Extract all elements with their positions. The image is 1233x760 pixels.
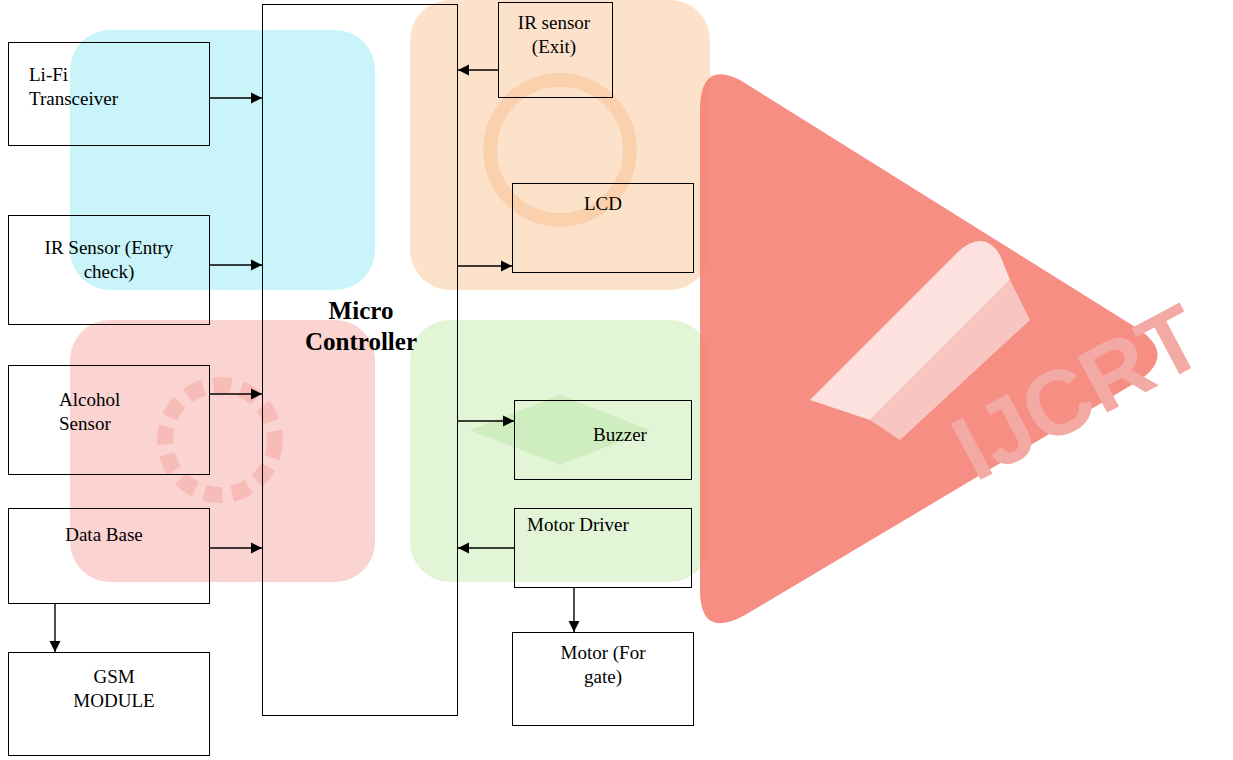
block-label: Buzzer — [565, 423, 675, 447]
controller-box: Micro Controller — [262, 4, 458, 716]
block-box: Motor Driver — [514, 508, 692, 588]
block-box: Motor (For gate) — [512, 632, 694, 726]
signal-arrow — [458, 420, 514, 421]
block-box: IR Sensor (Entry check) — [8, 215, 210, 325]
block-box: Buzzer — [514, 400, 692, 480]
block-label: Li-Fi Transceiver — [29, 63, 139, 111]
signal-arrow — [458, 547, 514, 548]
block-label: GSM MODULE — [59, 665, 169, 713]
block-box: Data Base — [8, 508, 210, 604]
block-box: Alcohol Sensor — [8, 365, 210, 475]
block-box: LCD — [512, 183, 694, 273]
signal-arrow — [210, 264, 262, 265]
watermark-gear — [165, 385, 275, 495]
signal-arrow — [54, 604, 55, 652]
block-label: IR sensor (Exit) — [503, 11, 605, 59]
block-label: Data Base — [49, 523, 159, 547]
watermark-tile — [410, 0, 710, 290]
signal-arrow — [210, 547, 262, 548]
block-label: LCD — [543, 192, 663, 216]
signal-arrow — [210, 393, 262, 394]
block-label: Micro Controller — [293, 295, 429, 358]
block-label: Motor (For gate) — [543, 641, 663, 689]
block-box: Li-Fi Transceiver — [8, 42, 210, 146]
signal-arrow — [458, 265, 512, 266]
watermark-tile — [410, 320, 710, 582]
block-box: IR sensor (Exit) — [498, 2, 613, 98]
signal-arrow — [573, 588, 574, 632]
block-label: Alcohol Sensor — [59, 388, 139, 436]
block-label: Motor Driver — [527, 513, 677, 537]
block-label: IR Sensor (Entry check) — [29, 236, 189, 284]
signal-arrow — [458, 69, 498, 70]
signal-arrow — [210, 97, 262, 98]
block-box: GSM MODULE — [8, 652, 210, 756]
